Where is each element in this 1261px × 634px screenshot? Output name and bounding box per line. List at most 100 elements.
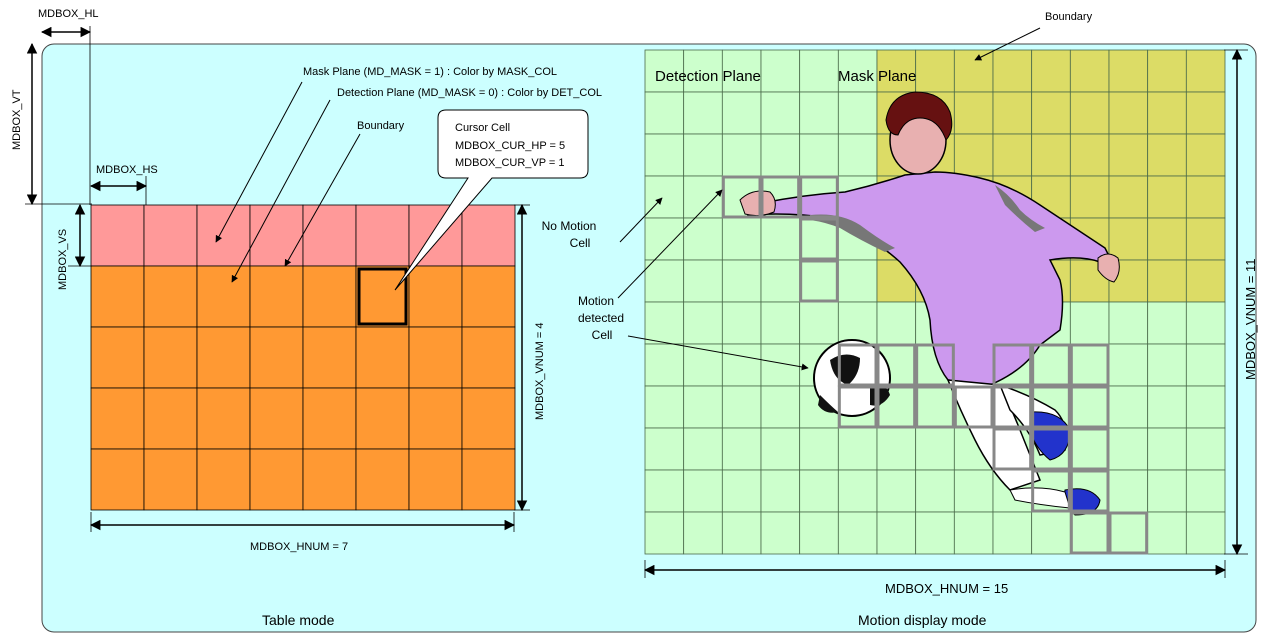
motion-grid-cell xyxy=(1185,343,1226,387)
table-cell xyxy=(355,387,410,450)
table-cell xyxy=(408,326,463,389)
motion-grid-cell xyxy=(876,427,917,471)
table-cell xyxy=(249,265,304,328)
motion-grid-cell xyxy=(760,385,801,429)
motion-grid-cell xyxy=(1147,259,1187,303)
motion-grid-cell xyxy=(876,49,917,93)
table-cell xyxy=(355,448,410,511)
motion-grid-cell xyxy=(1185,301,1226,345)
motion-grid-cell xyxy=(837,49,878,93)
table-cell xyxy=(249,326,304,389)
motion-grid-cell xyxy=(644,91,685,135)
motion-detected-cell xyxy=(1069,385,1110,429)
table-cell xyxy=(355,265,410,328)
motion-grid-cell xyxy=(644,301,685,345)
motion-grid-cell xyxy=(915,49,955,93)
cursor-callout xyxy=(394,109,589,291)
motion-grid-cell xyxy=(1185,91,1226,135)
motion-grid-cell xyxy=(915,385,955,429)
cursor-cell xyxy=(357,267,408,326)
label-no-motion-line2: Cell xyxy=(570,236,591,250)
motion-grid-cell xyxy=(721,511,762,555)
label-mdbox-hl: MDBOX_HL xyxy=(38,8,99,20)
motion-grid-cell xyxy=(837,133,878,177)
label-cursor-line2: MDBOX_CUR_HP = 5 xyxy=(455,140,565,152)
motion-detected-cell xyxy=(915,385,955,429)
table-cell xyxy=(408,448,463,511)
table-cell xyxy=(143,448,198,511)
table-cell xyxy=(302,448,357,511)
table-cell xyxy=(90,204,145,267)
motion-grid-cell xyxy=(1108,427,1149,471)
motion-grid-cell xyxy=(992,133,1033,177)
motion-grid-cell xyxy=(837,469,878,513)
motion-detected-cell xyxy=(799,259,839,303)
motion-grid-cell xyxy=(683,427,723,471)
motion-detected-cell xyxy=(799,175,839,219)
motion-grid-cell xyxy=(1185,385,1226,429)
motion-grid-cell xyxy=(1069,175,1110,219)
motion-detected-cells xyxy=(721,175,1149,555)
motion-detected-cell xyxy=(1031,385,1071,429)
motion-grid-cell xyxy=(953,469,994,513)
motion-grid-cell xyxy=(1185,175,1226,219)
motion-grid-cell xyxy=(721,133,762,177)
motion-grid-cell xyxy=(721,259,762,303)
motion-grid-cell xyxy=(992,511,1033,555)
motion-grid-cell xyxy=(1147,217,1187,261)
motion-grid-cell xyxy=(837,259,878,303)
motion-grid-cell xyxy=(876,301,917,345)
motion-grid-cell xyxy=(683,511,723,555)
motion-grid-cell xyxy=(1185,469,1226,513)
motion-grid-cell xyxy=(644,427,685,471)
motion-grid-cell xyxy=(683,175,723,219)
motion-grid-cell xyxy=(760,217,801,261)
table-cell xyxy=(249,387,304,450)
motion-grid-cell xyxy=(876,469,917,513)
label-boundary-left: Boundary xyxy=(357,120,405,132)
motion-grid-cell xyxy=(1108,301,1149,345)
motion-grid-cell xyxy=(1069,385,1110,429)
label-right-hnum: MDBOX_HNUM = 15 xyxy=(885,581,1008,596)
motion-grid-cell xyxy=(683,217,723,261)
motion-grid-cell xyxy=(799,91,839,135)
motion-grid-cell xyxy=(953,91,994,135)
motion-detected-cell xyxy=(721,175,762,219)
label-cursor-line1: Cursor Cell xyxy=(455,122,510,134)
motion-grid-cell xyxy=(799,427,839,471)
motion-grid-cell xyxy=(837,511,878,555)
motion-grid-cell xyxy=(1185,511,1226,555)
motion-detected-cell xyxy=(915,343,955,387)
motion-detected-cell xyxy=(1108,511,1149,555)
motion-grid-cell xyxy=(1069,511,1110,555)
table-cell xyxy=(461,265,516,328)
motion-grid-cell xyxy=(721,49,762,93)
table-cell xyxy=(355,326,410,389)
table-cell xyxy=(249,448,304,511)
motion-grid-cell xyxy=(644,217,685,261)
motion-grid-cell xyxy=(1108,217,1149,261)
motion-grid-cell xyxy=(1147,385,1187,429)
table-cell xyxy=(143,326,198,389)
label-left-hnum: MDBOX_HNUM = 7 xyxy=(250,541,348,553)
table-cell xyxy=(302,326,357,389)
motion-grid-cell xyxy=(760,259,801,303)
motion-grid-cell xyxy=(953,133,994,177)
motion-grid-cell xyxy=(837,91,878,135)
table-cell xyxy=(196,448,251,511)
label-mdbox-vt: MDBOX_VT xyxy=(11,89,23,150)
motion-grid-cell xyxy=(992,49,1033,93)
motion-grid-cell xyxy=(1069,343,1110,387)
motion-grid-cell xyxy=(644,133,685,177)
motion-grid-cell xyxy=(1108,385,1149,429)
table-cell xyxy=(461,387,516,450)
label-mdbox-vs: MDBOX_VS xyxy=(57,229,69,290)
table-cell xyxy=(461,326,516,389)
motion-grid-cell xyxy=(644,343,685,387)
motion-grid-cell xyxy=(760,427,801,471)
label-motion-display-mode: Motion display mode xyxy=(858,612,987,628)
motion-detected-cell xyxy=(1069,343,1110,387)
motion-detected-cell xyxy=(760,175,801,219)
motion-detected-cell xyxy=(876,343,917,387)
motion-grid-cell xyxy=(799,511,839,555)
